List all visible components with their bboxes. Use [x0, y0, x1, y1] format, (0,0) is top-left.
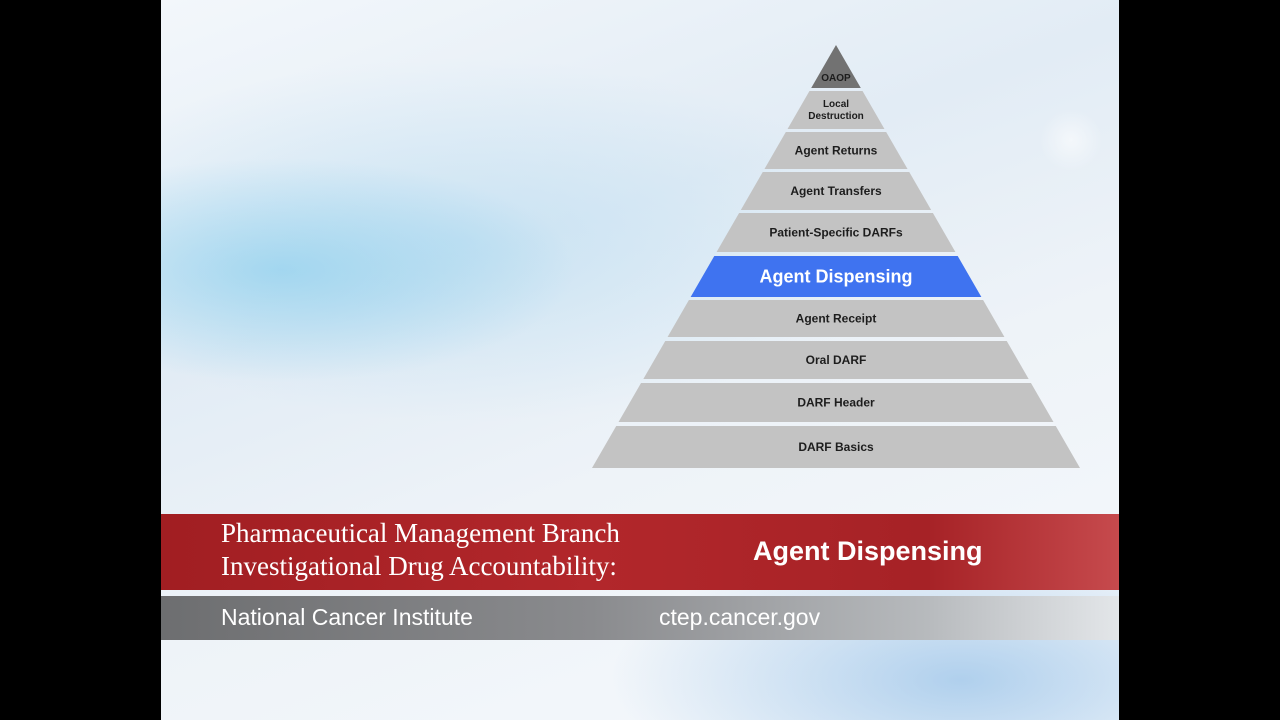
pyramid-tier-oaop — [811, 45, 861, 88]
pyramid-tier-agent-returns — [764, 132, 908, 169]
pyramid-tier-patient-specific-darfs — [716, 213, 956, 252]
pyramid-label-agent-receipt: Agent Receipt — [796, 312, 877, 326]
pyramid-label-oaop: OAOP — [821, 73, 851, 84]
topic-title: Agent Dispensing — [753, 536, 983, 566]
pyramid-tier-darf-basics — [592, 426, 1080, 468]
pyramid-tier-darf-header — [618, 383, 1054, 422]
organization-name: National Cancer Institute — [221, 604, 473, 630]
branch-title: Pharmaceutical Management Branch — [221, 518, 620, 548]
pyramid-tier-local-destruction — [787, 91, 885, 129]
pyramid-label-agent-dispensing: Agent Dispensing — [759, 267, 912, 287]
pyramid-tier-agent-dispensing — [690, 256, 982, 297]
program-title: Investigational Drug Accountability: — [221, 551, 617, 581]
website-link[interactable]: ctep.cancer.gov — [659, 604, 821, 630]
footer-bar: National Cancer Institute ctep.cancer.go… — [161, 596, 1119, 640]
pyramid-label-oral-darf: Oral DARF — [806, 353, 867, 367]
pyramid-label-agent-returns: Agent Returns — [795, 144, 878, 158]
pyramid-tier-oral-darf — [643, 341, 1029, 379]
title-bar: Pharmaceutical Management Branch Investi… — [161, 514, 1119, 590]
pyramid-label-agent-transfers: Agent Transfers — [790, 184, 882, 198]
pyramid-label-darf-basics: DARF Basics — [798, 440, 874, 454]
pyramid-label-patient-specific-darfs: Patient-Specific DARFs — [769, 226, 903, 240]
pyramid-label-darf-header: DARF Header — [797, 396, 875, 410]
pyramid-tier-agent-transfers — [740, 172, 932, 210]
pyramid-tier-agent-receipt — [667, 300, 1005, 337]
